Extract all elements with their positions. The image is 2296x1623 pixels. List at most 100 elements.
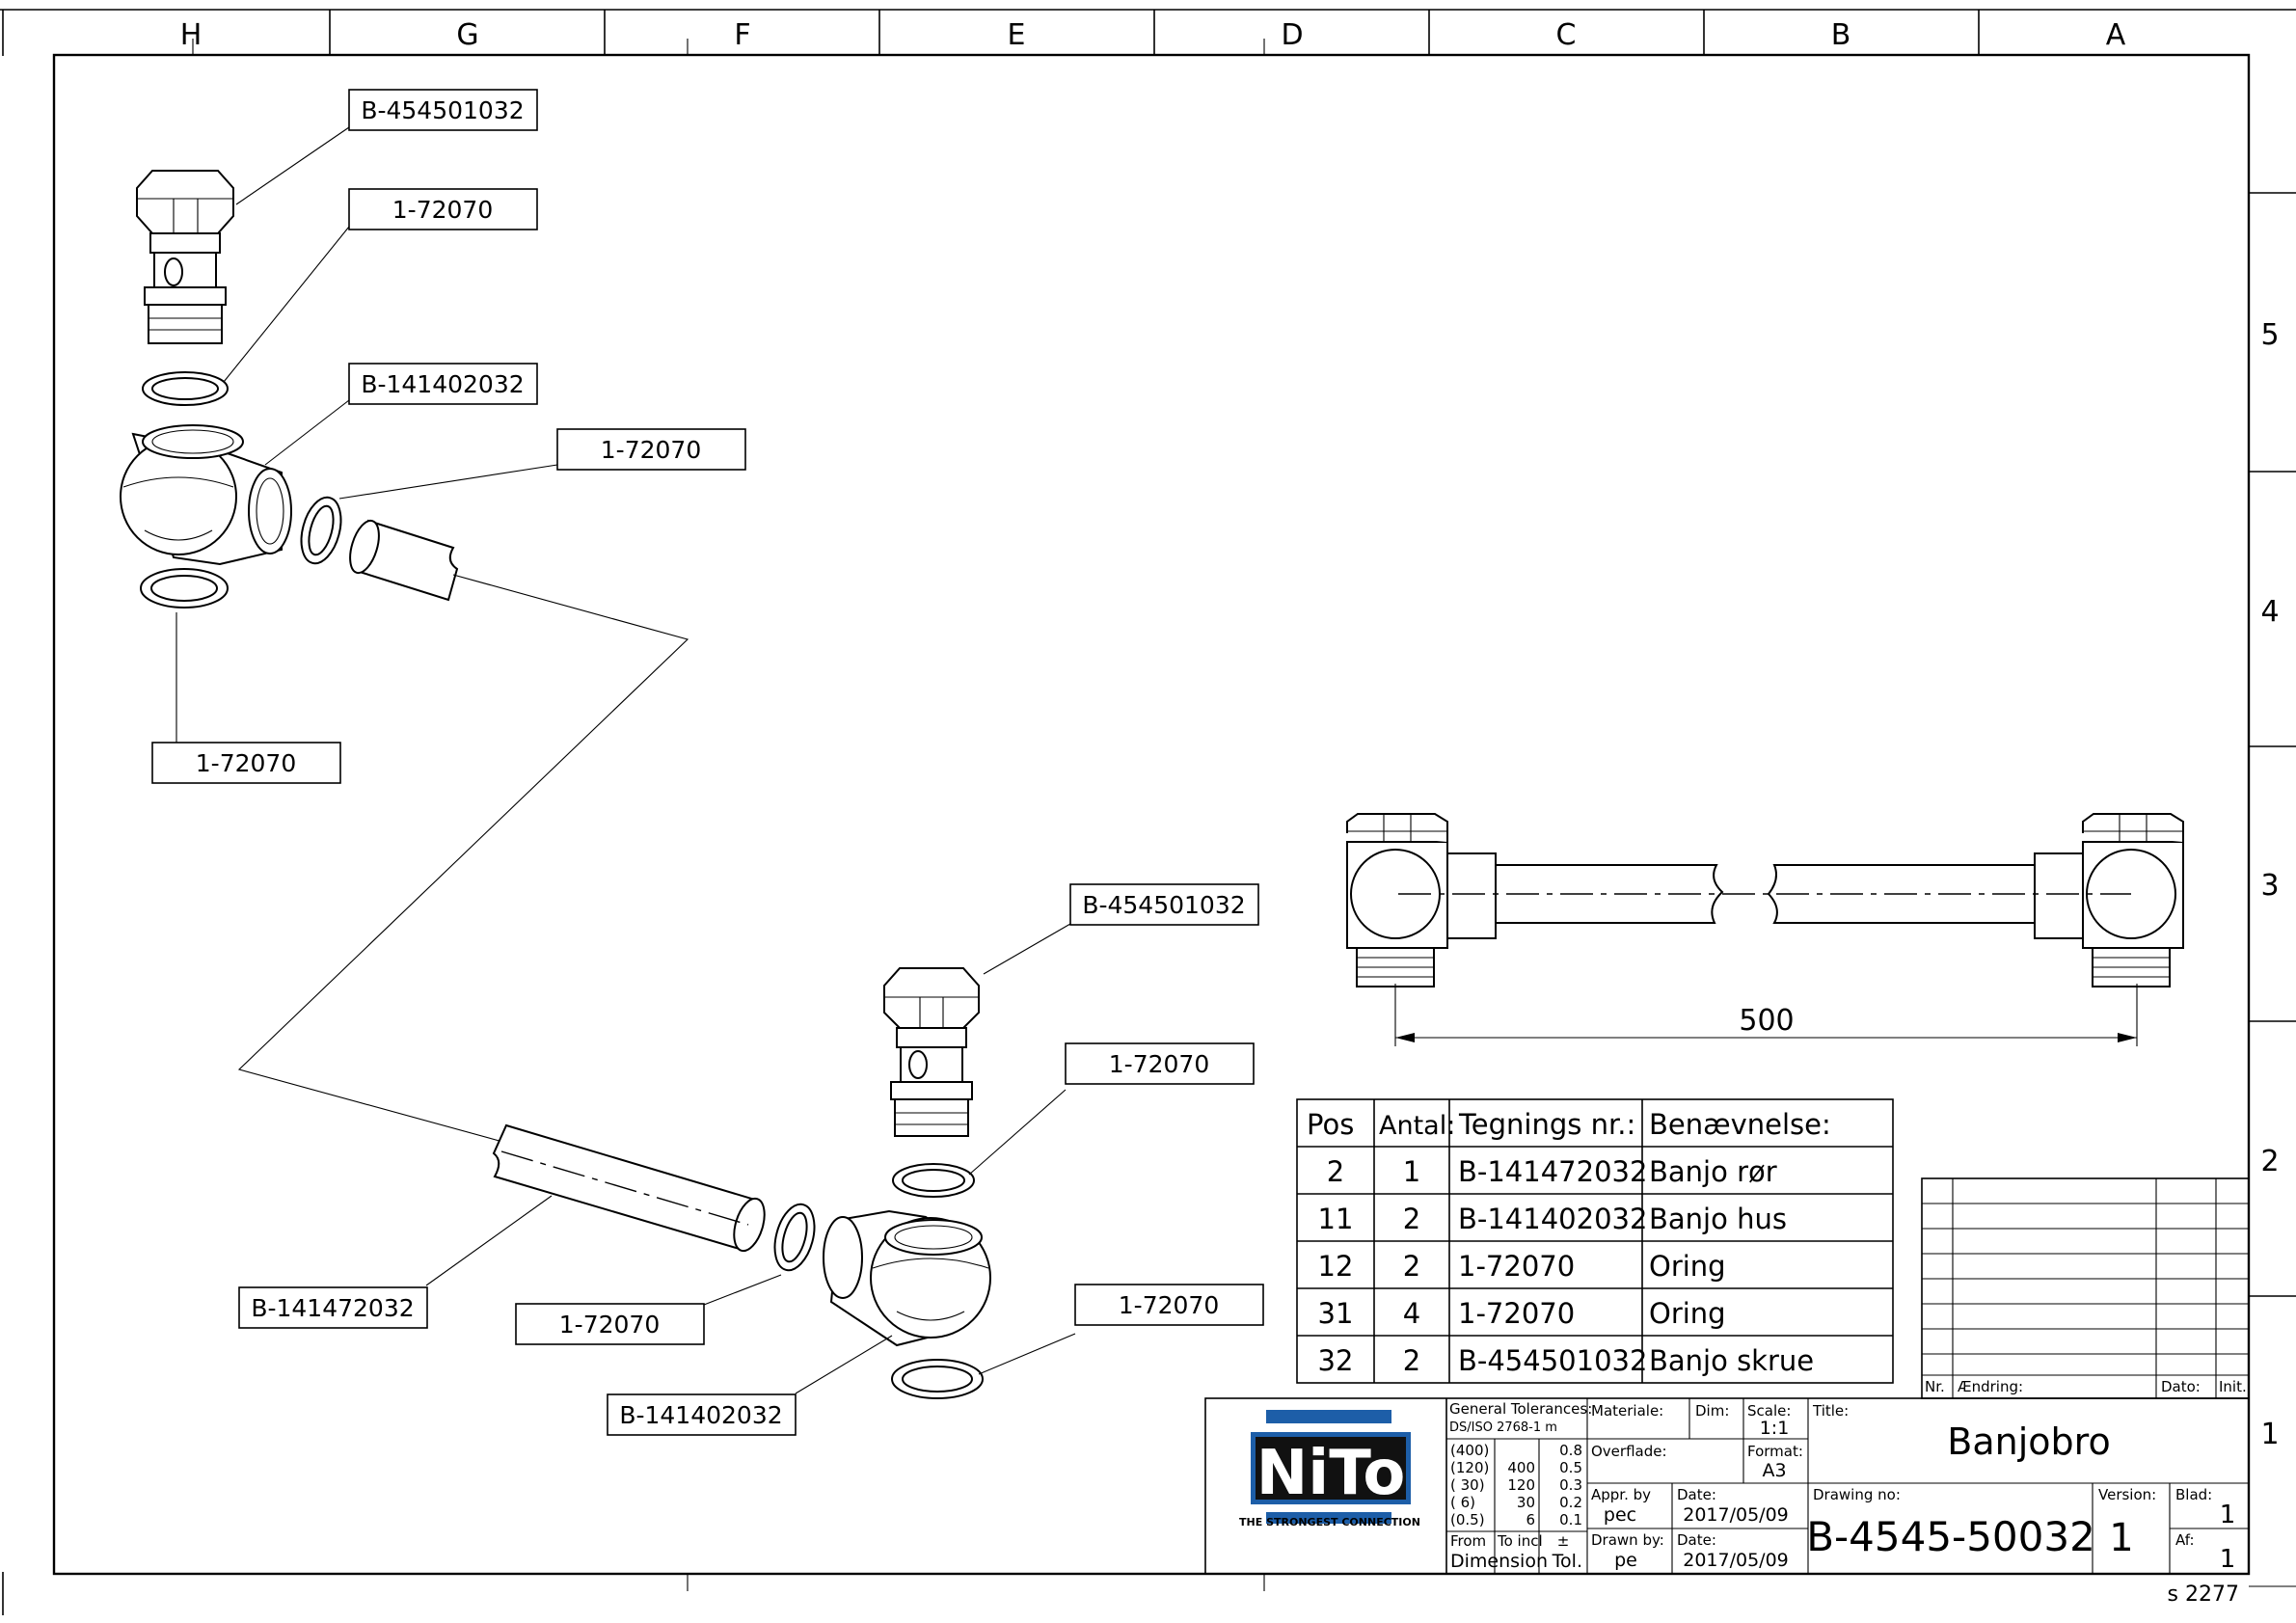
- svg-text:Banjo hus: Banjo hus: [1649, 1203, 1787, 1235]
- top-exploded-view: [120, 170, 459, 609]
- banjo-housing-top: [120, 424, 292, 566]
- drawing-number: B-4545-50032: [1806, 1513, 2095, 1560]
- zone-row-1: 1: [2260, 1418, 2279, 1451]
- zone-col-f: F: [734, 18, 750, 52]
- zone-col-d: D: [1281, 18, 1303, 52]
- svg-text:2: 2: [1403, 1203, 1420, 1235]
- svg-text:Banjo rør: Banjo rør: [1649, 1155, 1777, 1188]
- callout-top-oring-1: 1-72070: [348, 188, 538, 230]
- callout-bottom-oring-3: 1-72070: [515, 1303, 705, 1345]
- svg-text:Banjo skrue: Banjo skrue: [1649, 1344, 1814, 1377]
- svg-text:2: 2: [1327, 1155, 1344, 1188]
- svg-text:B-454501032: B-454501032: [1082, 891, 1245, 919]
- zone-row-3: 3: [2260, 869, 2279, 903]
- svg-text:Version:: Version:: [2098, 1486, 2156, 1503]
- svg-text:4: 4: [1403, 1297, 1420, 1330]
- callout-bottom-screw: B-454501032: [1069, 883, 1259, 926]
- assembled-side-view: 500: [1346, 813, 2184, 1046]
- svg-text:(0.5): (0.5): [1450, 1511, 1485, 1528]
- callout-bottom-oring-2: 1-72070: [1074, 1284, 1264, 1326]
- svg-text:1-72070: 1-72070: [392, 196, 493, 224]
- svg-text:2017/05/09: 2017/05/09: [1683, 1504, 1789, 1526]
- callout-top-oring-2: 1-72070: [556, 428, 746, 471]
- callout-leaders: [176, 126, 1076, 1394]
- zone-col-c: C: [1556, 18, 1577, 52]
- tube-continuation-line: [237, 574, 689, 1144]
- parts-list-row: 2 1 B-141472032 Banjo rør: [1327, 1155, 1777, 1188]
- svg-text:( 6): ( 6): [1450, 1494, 1475, 1511]
- svg-text:( 30): ( 30): [1450, 1476, 1485, 1494]
- parts-list-row: 12 2 1-72070 Oring: [1318, 1250, 1726, 1283]
- svg-text:1-72070: 1-72070: [1458, 1250, 1575, 1283]
- zone-col-b: B: [1831, 18, 1851, 52]
- svg-text:400: 400: [1507, 1459, 1535, 1476]
- svg-text:B-141472032: B-141472032: [251, 1294, 414, 1322]
- zone-col-e: E: [1008, 18, 1026, 52]
- svg-text:0.1: 0.1: [1559, 1511, 1582, 1528]
- zone-row-5: 5: [2260, 318, 2279, 352]
- svg-text:General Tolerances:: General Tolerances:: [1449, 1400, 1592, 1418]
- title-block: NiTo THE STRONGEST CONNECTION General To…: [1204, 1397, 2250, 1575]
- zone-col-h: H: [180, 18, 203, 52]
- svg-text:120: 120: [1507, 1476, 1535, 1494]
- svg-text:2: 2: [1403, 1250, 1420, 1283]
- svg-text:1-72070: 1-72070: [1458, 1297, 1575, 1330]
- parts-list-table: Pos Antal: Tegnings nr.: Benævnelse: 2 1…: [1296, 1098, 1894, 1384]
- svg-text:B-141402032: B-141402032: [619, 1401, 782, 1429]
- svg-text:Tol.: Tol.: [1552, 1551, 1582, 1572]
- parts-list-row: 32 2 B-454501032 Banjo skrue: [1318, 1344, 1815, 1377]
- svg-text:Oring: Oring: [1649, 1250, 1726, 1283]
- revision-header-date: Dato:: [2161, 1378, 2201, 1395]
- sheet-reference: s 2277: [2168, 1582, 2239, 1607]
- svg-text:0.3: 0.3: [1559, 1476, 1582, 1494]
- svg-text:12: 12: [1318, 1250, 1354, 1283]
- svg-text:1: 1: [1403, 1155, 1420, 1188]
- version-number: 1: [2109, 1516, 2133, 1560]
- callouts: B-454501032 1-72070 B-141402032 1-72070 …: [151, 89, 1264, 1436]
- svg-text:B-454501032: B-454501032: [1458, 1344, 1647, 1377]
- bottom-exploded-view: [492, 967, 991, 1399]
- svg-text:(120): (120): [1450, 1459, 1489, 1476]
- svg-text:B-141402032: B-141402032: [361, 370, 524, 398]
- zone-row-4: 4: [2260, 595, 2279, 629]
- svg-text:1-72070: 1-72070: [559, 1311, 660, 1339]
- tube-bottom: [492, 1123, 766, 1253]
- svg-text:Appr. by: Appr. by: [1591, 1486, 1651, 1503]
- svg-text:31: 31: [1318, 1297, 1354, 1330]
- svg-text:2017/05/09: 2017/05/09: [1683, 1550, 1789, 1571]
- svg-text:Date:: Date:: [1677, 1531, 1716, 1549]
- svg-text:Pos: Pos: [1307, 1108, 1354, 1141]
- svg-text:A3: A3: [1762, 1460, 1786, 1481]
- svg-text:Benævnelse:: Benævnelse:: [1649, 1108, 1831, 1141]
- svg-text:0.5: 0.5: [1559, 1459, 1582, 1476]
- callout-top-housing: B-141402032: [348, 363, 538, 405]
- svg-text:Scale:: Scale:: [1747, 1402, 1791, 1420]
- parts-list-row: 31 4 1-72070 Oring: [1318, 1297, 1726, 1330]
- revision-header-nr: Nr.: [1925, 1378, 1945, 1395]
- svg-text:Dimension: Dimension: [1450, 1551, 1548, 1572]
- logo-wordmark: NiTo: [1256, 1438, 1406, 1509]
- svg-text:Af:: Af:: [2175, 1531, 2195, 1549]
- logo-tagline: THE STRONGEST CONNECTION: [1239, 1516, 1420, 1528]
- general-tolerances: General Tolerances: DS/ISO 2768-1 m (400…: [1446, 1398, 1592, 1574]
- svg-text:Overflade:: Overflade:: [1591, 1443, 1667, 1460]
- svg-text:Date:: Date:: [1677, 1486, 1716, 1503]
- tube-top-stub: [349, 519, 459, 602]
- banjo-screw-top: [136, 170, 234, 344]
- svg-text:Antal:: Antal:: [1379, 1111, 1455, 1141]
- zone-col-a: A: [2106, 18, 2126, 52]
- svg-text:2: 2: [1403, 1344, 1420, 1377]
- svg-text:Drawn by:: Drawn by:: [1591, 1531, 1664, 1549]
- svg-text:pe: pe: [1614, 1550, 1637, 1571]
- svg-text:±: ±: [1557, 1532, 1570, 1550]
- svg-text:32: 32: [1318, 1344, 1354, 1377]
- svg-text:1-72070: 1-72070: [1109, 1050, 1209, 1078]
- parts-list-row: 11 2 B-141402032 Banjo hus: [1318, 1203, 1787, 1235]
- svg-text:Materiale:: Materiale:: [1591, 1402, 1663, 1420]
- sheet-number: 1: [2220, 1501, 2236, 1529]
- assembled-right-housing: [2034, 813, 2184, 987]
- svg-text:Drawing no:: Drawing no:: [1813, 1486, 1901, 1503]
- svg-text:To incl: To incl: [1497, 1532, 1543, 1550]
- svg-text:6: 6: [1526, 1511, 1535, 1528]
